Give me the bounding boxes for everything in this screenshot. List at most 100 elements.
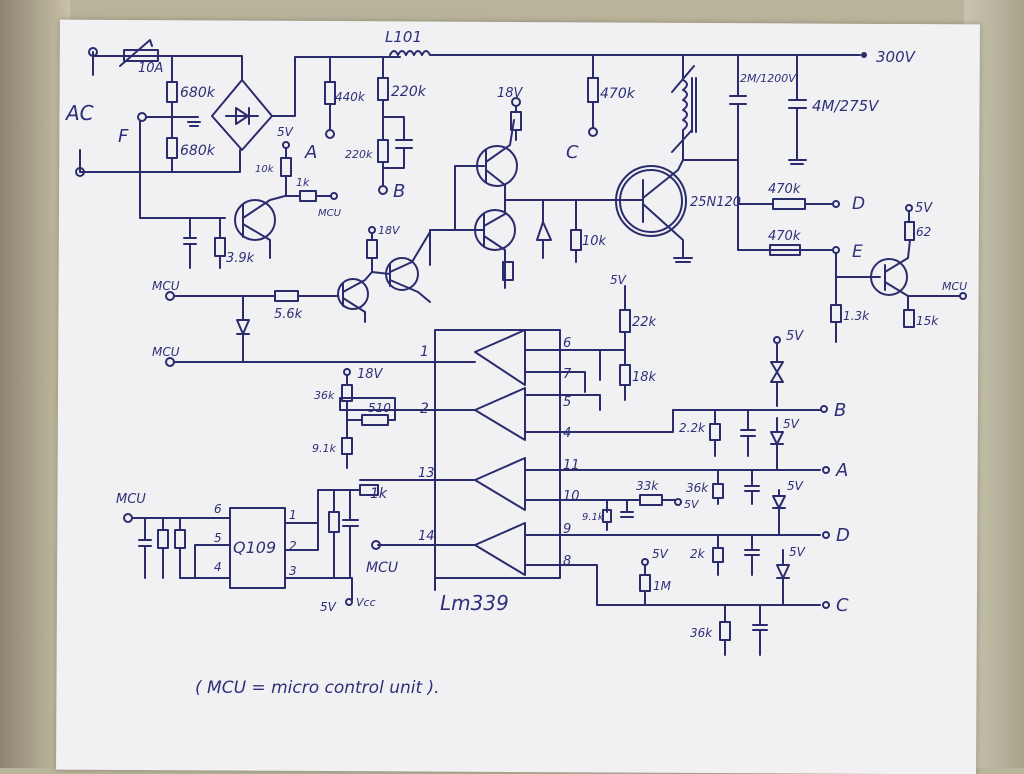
sense-supply-label: 5V [915, 201, 933, 216]
q109-pin2: 2 [289, 539, 297, 553]
pin-8: 8 [563, 554, 571, 569]
resistor-b-top-label: 220k [391, 84, 427, 100]
output-b-label: B [834, 400, 846, 421]
ac-input [75, 39, 243, 219]
pin-11: 11 [563, 458, 580, 473]
sense-collector-r-label: 62 [916, 225, 931, 239]
q109-pin4: 4 [214, 560, 222, 574]
footnote: ( MCU = micro control unit ). [195, 678, 440, 698]
pin-6: 6 [563, 336, 571, 351]
pin2-bottom-label: 9.1k [312, 442, 336, 455]
driver-mcu-label: MCU [152, 279, 180, 293]
ref-top-label: 22k [632, 315, 657, 330]
rail-resistor-c [587, 54, 599, 137]
pin2-supply-label: 18V [357, 367, 384, 382]
pin-7: 7 [563, 367, 572, 382]
lm339-comparator [339, 285, 821, 606]
resistor-a-label: 440k [335, 90, 366, 104]
zc-collector-r-label: 10k [255, 164, 275, 175]
coil-cap-label: 2M/1200V [740, 72, 797, 85]
pin-9: 9 [563, 522, 571, 537]
pin-4: 4 [563, 426, 571, 441]
c-pullup-supply-label: 5V [652, 547, 669, 561]
zc-output-r-label: 1k [296, 176, 310, 189]
q109-pin5: 5 [214, 531, 222, 545]
node-b-label: B [393, 181, 405, 202]
rail-divider-b [377, 56, 413, 195]
node-c-label: C [566, 142, 579, 163]
lm339-label: Lm339 [440, 591, 509, 615]
output-networks [639, 336, 830, 656]
divider [166, 55, 201, 173]
q109-pin3: 3 [289, 564, 297, 578]
sense-emitter-r-label: 15k [916, 314, 939, 328]
rail-divider-a [324, 56, 336, 139]
e-pulldown-label: 1.3k [843, 309, 870, 323]
igbt-label: 25N120 [690, 195, 741, 210]
driver-supply2-label: 18V [378, 224, 401, 237]
pin10-r-label: 33k [636, 479, 659, 493]
divider-top-label: 680k [180, 85, 216, 101]
c-resistor-label: 36k [690, 626, 713, 640]
ref-supply-label: 5V [610, 273, 627, 287]
filter-cap-label: 4M/275V [812, 97, 880, 115]
divider-bottom-label: 680k [180, 143, 216, 159]
q109-label: Q109 [233, 538, 276, 557]
pin10-supply-label: 5V [684, 498, 700, 511]
d-resistor-label: 470k [768, 182, 801, 197]
pin10-network [602, 494, 682, 531]
pin1-mcu-label: MCU [152, 345, 180, 359]
driver-input-r-label: 5.6k [274, 307, 303, 322]
zc-output-label: MCU [318, 208, 342, 219]
pin-14: 14 [418, 529, 435, 544]
pin-10: 10 [563, 489, 580, 504]
node-f-label: F [118, 126, 129, 147]
q109-mcu-label: MCU [116, 492, 146, 507]
node-d-label: D [852, 194, 865, 214]
e-resistor-label: 470k [768, 229, 801, 244]
driver-input [165, 226, 436, 367]
pin-13: 13 [418, 466, 435, 481]
q109-pin1: 1 [289, 508, 297, 522]
fuse-label: 10A [138, 61, 163, 76]
output-a-label: A [835, 460, 848, 481]
ac-label: AC [64, 101, 94, 125]
inductor-l101 [389, 50, 867, 58]
node-a-label: A [304, 142, 317, 163]
zc-supply-label: 5V [277, 125, 294, 139]
pin14-mcu-label: MCU [366, 560, 398, 576]
pin-2: 2 [420, 401, 429, 417]
pin2-series-label: 510 [368, 401, 391, 415]
pin10-pulldown-label: 9.1k [582, 512, 605, 523]
a-diode-supply-label: 5V [787, 479, 804, 493]
node-e-label: E [852, 242, 863, 262]
output-c-label: C [836, 595, 849, 616]
pin-1: 1 [420, 344, 429, 360]
output-d-label: D [836, 525, 850, 546]
zc-base-r-label: 3.9k [226, 251, 255, 266]
sense-output-label: MCU [942, 280, 967, 293]
totem-pole-driver [429, 97, 522, 289]
driver-supply-label: 18V [497, 86, 524, 101]
ref-bottom-label: 18k [632, 370, 657, 385]
resistor-b-bottom-label: 220k [345, 148, 373, 161]
q109-pin6: 6 [214, 502, 222, 516]
b-supply-label: 5V [786, 329, 804, 344]
inductor-label: L101 [385, 28, 422, 46]
b-diode-supply-label: 5V [783, 417, 800, 431]
d-diode-supply-label: 5V [789, 545, 806, 559]
pin2-network [341, 368, 396, 469]
sense-network [737, 198, 967, 343]
bridge-rectifier [211, 56, 401, 151]
igbt [519, 159, 693, 263]
vcc-label: Vcc [356, 596, 376, 609]
pin13-r-label: 1k [370, 486, 388, 502]
gate-resistor-label: 10k [582, 234, 607, 249]
rail-voltage-label: 300V [876, 48, 917, 66]
b-resistor-label: 2.2k [679, 421, 706, 435]
pin2-top-label: 36k [314, 389, 335, 402]
zero-cross-stage [183, 141, 338, 269]
c-pullup-label: 1M [653, 579, 672, 593]
gate-network [536, 199, 582, 263]
